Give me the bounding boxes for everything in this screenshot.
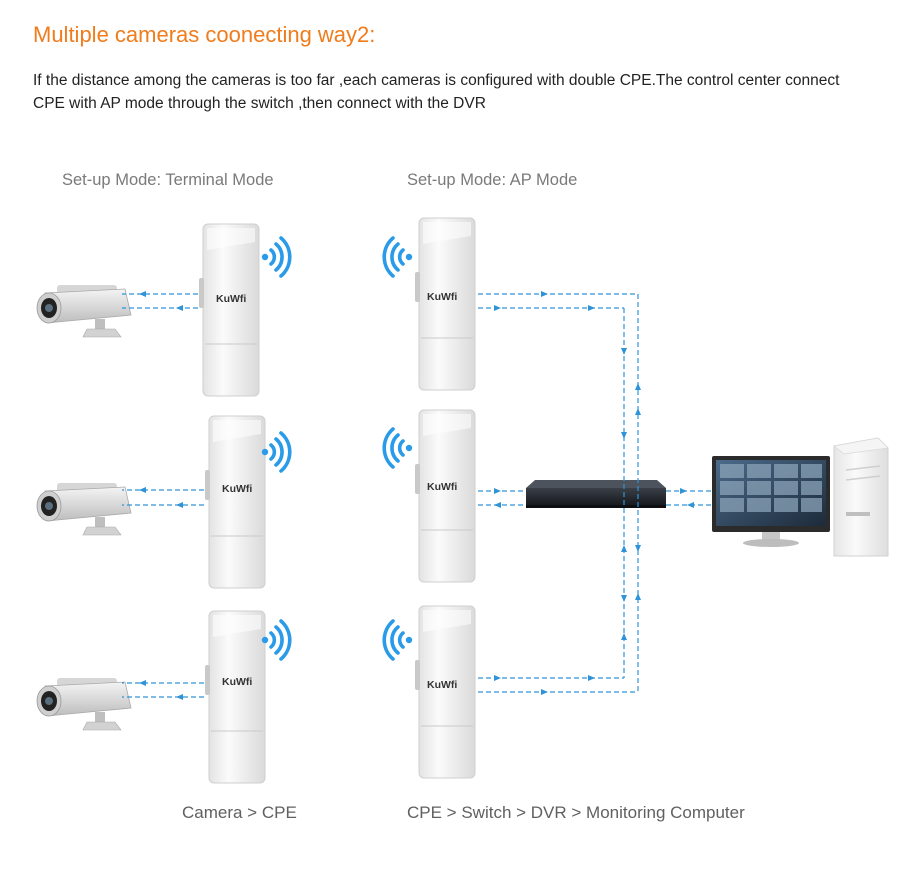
switch-icon bbox=[526, 480, 666, 508]
page-description: If the distance among the cameras is too… bbox=[33, 72, 840, 112]
camera-cpe-label: Camera > CPE bbox=[182, 803, 297, 822]
computer-icon bbox=[712, 437, 889, 557]
cpe-icon: KuWfi bbox=[414, 605, 476, 779]
cpe-chain-label: CPE > Switch > DVR > Monitoring Computer bbox=[407, 803, 745, 822]
cpe-brand-label: KuWfi bbox=[222, 483, 252, 495]
camera-icon bbox=[36, 677, 132, 731]
cpe-icon: KuWfi bbox=[204, 610, 266, 784]
page-title: Multiple cameras coonecting way2: bbox=[33, 22, 376, 47]
wifi-icon bbox=[259, 236, 292, 278]
cpe-icon: KuWfi bbox=[414, 217, 476, 391]
wifi-icon bbox=[259, 619, 292, 661]
cpe-brand-label: KuWfi bbox=[427, 481, 457, 493]
camera-icon bbox=[36, 482, 132, 536]
cpe-brand-label: KuWfi bbox=[222, 676, 252, 688]
cpe-icon: KuWfi bbox=[414, 409, 476, 583]
cpe-brand-label: KuWfi bbox=[427, 291, 457, 303]
wifi-icon bbox=[382, 236, 415, 278]
cpe-brand-label: KuWfi bbox=[427, 679, 457, 691]
camera-icon bbox=[36, 284, 132, 338]
cpe-brand-label: KuWfi bbox=[216, 293, 246, 305]
terminal-mode-label: Set-up Mode: Terminal Mode bbox=[62, 171, 274, 189]
link-arrows bbox=[139, 291, 694, 700]
ap-mode-label: Set-up Mode: AP Mode bbox=[407, 171, 578, 189]
link-lines bbox=[122, 293, 712, 698]
cpe-icon: KuWfi bbox=[198, 223, 260, 397]
wifi-icon bbox=[382, 427, 415, 469]
cpe-icon: KuWfi bbox=[204, 415, 266, 589]
wifi-icon bbox=[259, 431, 292, 473]
wifi-icon bbox=[382, 619, 415, 661]
